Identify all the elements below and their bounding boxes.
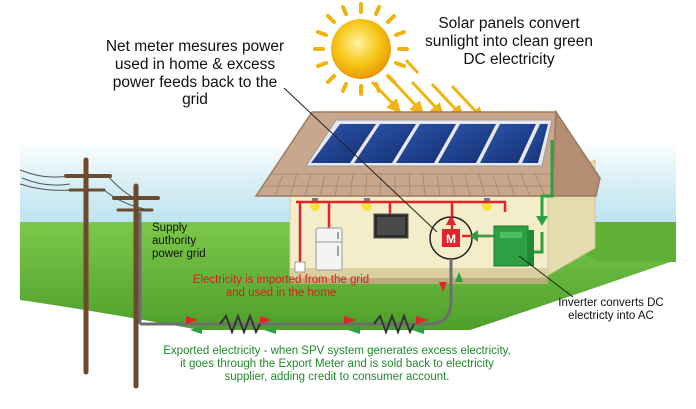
house-front-base — [290, 278, 548, 284]
resistor-icon — [219, 313, 415, 335]
arrow-icon — [446, 215, 456, 225]
export-arrows — [190, 326, 424, 334]
utility-pole-icon — [64, 157, 160, 389]
house-floor — [290, 268, 548, 278]
lamp-icon — [310, 198, 492, 211]
solar-panel-icon — [305, 119, 553, 167]
leader-lines — [283, 87, 574, 298]
supply-grid-label: Supply authority power grid — [152, 222, 206, 261]
solar-panels-label: Solar panels convert sunlight into clean… — [424, 15, 594, 68]
inverter-label: Inverter converts DC electricty into AC — [558, 297, 664, 323]
fridge-icon — [315, 227, 343, 271]
power-lines — [19, 169, 151, 211]
sunlight-arrows — [370, 58, 485, 122]
arrow-icon — [470, 230, 478, 242]
tv-icon — [373, 213, 409, 239]
imported-electricity-label: Electricity is imported from the grid an… — [192, 274, 370, 300]
wall-socket — [294, 261, 306, 273]
service-cable — [140, 259, 453, 326]
arrow-icon — [439, 282, 447, 292]
arrow-icon — [536, 216, 548, 226]
import-arrows — [186, 316, 428, 324]
exported-electricity-label: Exported electricity - when SPV system g… — [163, 345, 511, 384]
arrow-icon — [455, 272, 463, 282]
net-meter-label: Net meter mesures power used in home & e… — [105, 38, 285, 109]
meter-symbol: M — [446, 232, 456, 246]
inverter-icon — [493, 225, 534, 267]
